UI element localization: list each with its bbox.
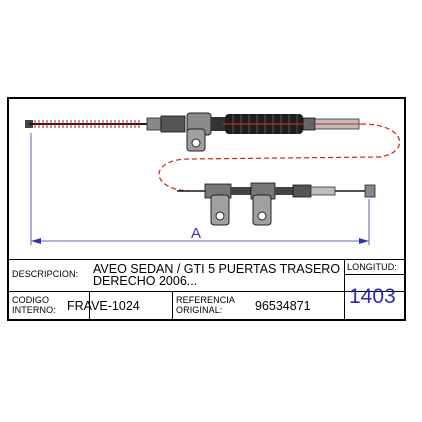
dimension-arrow-right bbox=[359, 238, 369, 244]
referencia-label-2: ORIGINAL: bbox=[176, 305, 223, 315]
upper-fitting-2 bbox=[160, 115, 186, 133]
upper-bracket bbox=[186, 112, 212, 152]
dimension-label: A bbox=[191, 225, 201, 242]
table-col-divider-referencia bbox=[172, 291, 173, 320]
table-col-divider-longitud bbox=[344, 260, 345, 320]
referencia-value: 96534871 bbox=[255, 299, 311, 313]
lower-cable bbox=[177, 182, 376, 226]
referencia-label-1: REFERENCIA bbox=[176, 295, 236, 305]
upper-spring bbox=[34, 120, 140, 128]
lower-casing-2 bbox=[275, 187, 293, 195]
info-table: DESCRIPCION: AVEO SEDAN / GTI 5 PUERTAS … bbox=[9, 259, 404, 320]
lower-bracket-1 bbox=[210, 194, 230, 226]
codigo-value: FRAVE-1024 bbox=[67, 299, 140, 313]
dimension-arrow-left bbox=[31, 238, 41, 244]
descripcion-label: DESCRIPCION: bbox=[12, 269, 79, 279]
codigo-label-1: CODIGO bbox=[12, 295, 50, 305]
upper-fitting-1 bbox=[146, 117, 162, 131]
lower-bracket-2 bbox=[252, 194, 272, 226]
technical-sheet: A DESCRIPCION: AVEO SEDAN / GTI 5 PUERTA… bbox=[7, 97, 406, 321]
lower-fitting-3 bbox=[292, 184, 312, 198]
longitud-header-divider bbox=[344, 274, 404, 275]
descripcion-line-2: DERECHO 2006... bbox=[93, 274, 198, 288]
upper-boot bbox=[223, 114, 309, 134]
upper-cable bbox=[25, 112, 361, 152]
codigo-label-2: INTERNO: bbox=[12, 305, 56, 315]
dimension-a bbox=[30, 133, 370, 245]
descripcion-line-1: AVEO SEDAN / GTI 5 PUERTAS TRASERO bbox=[93, 262, 341, 276]
cable-route-guide bbox=[158, 123, 401, 192]
lower-casing-1 bbox=[231, 187, 251, 195]
table-col-divider-codigo-label bbox=[89, 291, 90, 320]
lower-end-rod bbox=[310, 186, 336, 196]
longitud-value: 1403 bbox=[349, 285, 396, 308]
table-row-divider bbox=[9, 291, 404, 292]
longitud-label: LONGITUD: bbox=[347, 262, 397, 272]
upper-collar bbox=[211, 117, 225, 131]
cable-drawing: A bbox=[25, 112, 401, 245]
lower-end-fitting bbox=[364, 184, 376, 198]
